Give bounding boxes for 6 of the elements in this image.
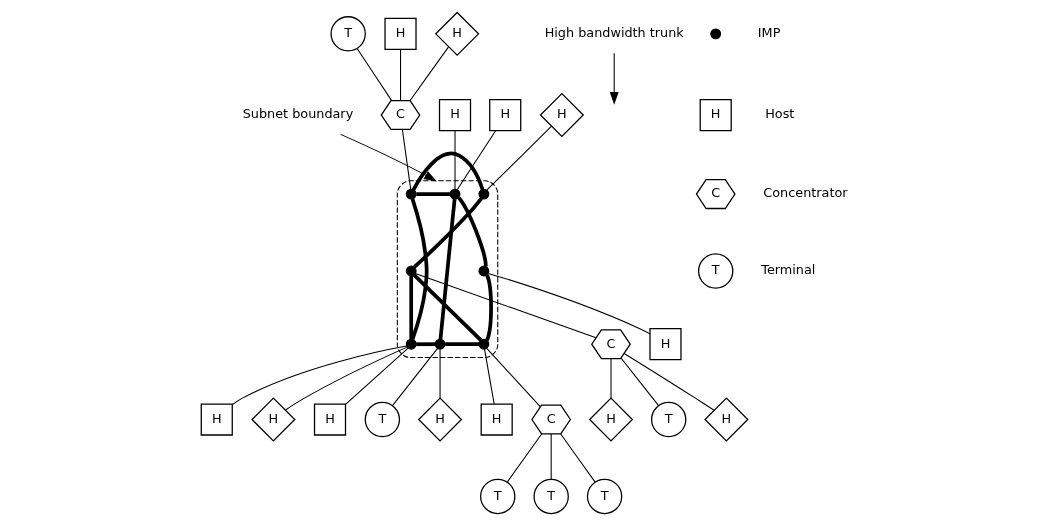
node-label: Host <box>764 106 794 122</box>
node-label: Concentrator <box>762 185 848 201</box>
node-label: IMP <box>757 25 780 41</box>
node-label: Terminal <box>760 262 815 278</box>
node-text: High bandwidth trunk <box>544 25 684 41</box>
node-text: Subnet boundary <box>242 106 353 122</box>
